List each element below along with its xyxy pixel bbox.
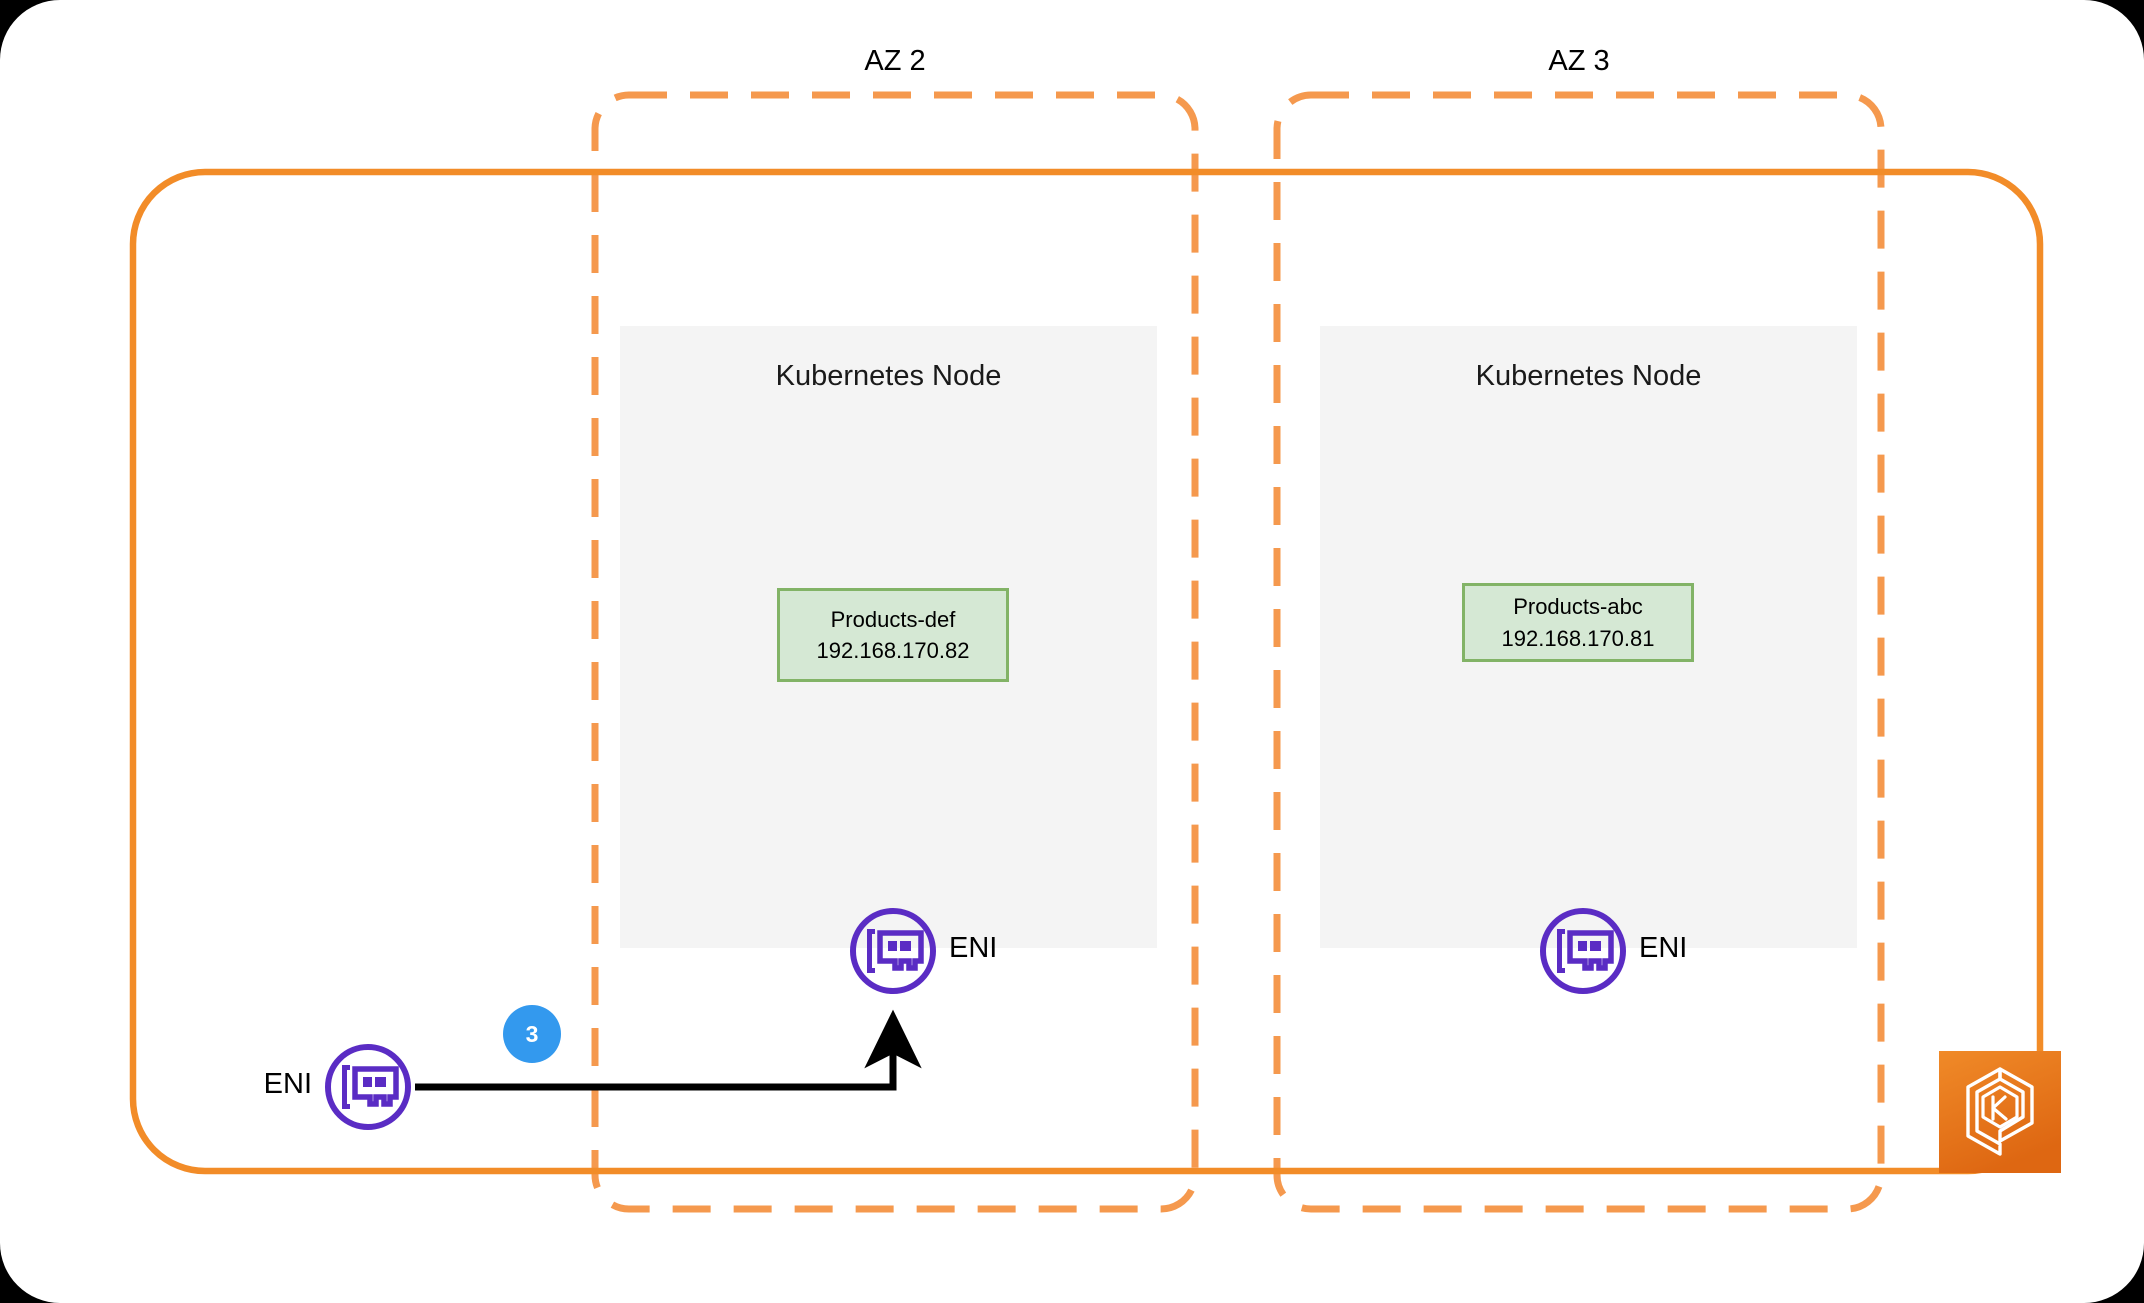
az2-label: AZ 2 bbox=[864, 45, 926, 77]
network-interface-card-icon bbox=[1557, 929, 1614, 973]
network-interface-card-icon bbox=[342, 1065, 399, 1109]
step-badge-3[interactable]: 3 bbox=[503, 1005, 561, 1063]
eni-az2-label: ENI bbox=[949, 932, 998, 964]
pod-products-def[interactable]: Products-def 192.168.170.82 bbox=[777, 588, 1009, 682]
eni-vpc-left-label: ENI bbox=[263, 1068, 312, 1100]
eni-az2-circle bbox=[850, 908, 936, 994]
eni-az3-label: ENI bbox=[1639, 932, 1688, 964]
eni-vpc-left-circle bbox=[325, 1044, 411, 1130]
eni-az3-circle bbox=[1540, 908, 1626, 994]
eks-hexagon-glyph bbox=[1939, 1051, 2061, 1173]
network-interface-card-icon bbox=[867, 929, 924, 973]
pod-products-abc[interactable]: Products-abc 192.168.170.81 bbox=[1462, 583, 1694, 662]
pod-products-abc-ip: 192.168.170.81 bbox=[1501, 625, 1655, 651]
az3-label: AZ 3 bbox=[1548, 45, 1610, 77]
kubernetes-node-title-az2: Kubernetes Node bbox=[775, 360, 1002, 392]
kubernetes-node-title-az3: Kubernetes Node bbox=[1475, 360, 1702, 392]
pod-products-abc-name: Products-abc bbox=[1513, 594, 1643, 620]
amazon-eks-icon bbox=[1939, 1051, 2061, 1173]
pod-products-def-ip: 192.168.170.82 bbox=[816, 638, 970, 663]
pod-products-def-name: Products-def bbox=[830, 606, 956, 632]
